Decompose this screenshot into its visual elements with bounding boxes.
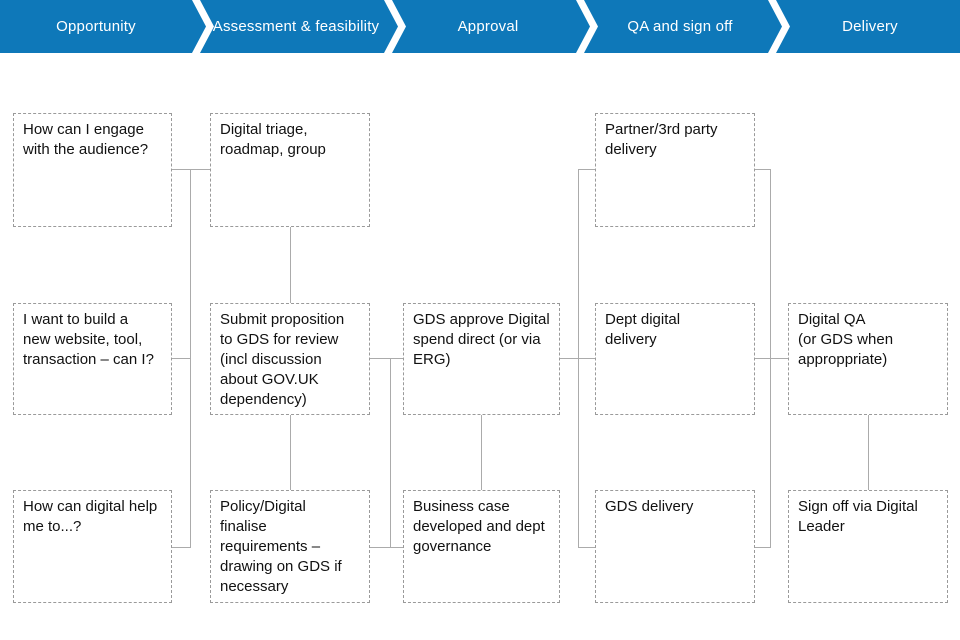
- chevron-shape-assessment: [200, 0, 398, 53]
- box-partner-third-party-delivery: Partner/3rd party delivery: [595, 113, 755, 227]
- chevron-shape-approval: [392, 0, 590, 53]
- chevron-shape-qa-signoff: [584, 0, 782, 53]
- box-build-website-tool: I want to build a new website, tool, tra…: [13, 303, 172, 415]
- box-gds-delivery: GDS delivery: [595, 490, 755, 603]
- stage-banner: Opportunity Assessment & feasibility App…: [0, 0, 960, 53]
- box-digital-triage: Digital triage, roadmap, group: [210, 113, 370, 227]
- chevron-shape-opportunity: [0, 0, 206, 53]
- box-submit-proposition-gds: Submit proposition to GDS for review (in…: [210, 303, 370, 415]
- stage-opportunity: Opportunity: [56, 18, 136, 35]
- chevron-shape-delivery: [776, 0, 960, 53]
- box-sign-off-digital-leader: Sign off via Digital Leader: [788, 490, 948, 603]
- stage-qa-and-sign-off: QA and sign off: [627, 18, 733, 35]
- box-digital-qa: Digital QA (or GDS when approppriate): [788, 303, 948, 415]
- stage-delivery: Delivery: [842, 18, 898, 35]
- box-business-case: Business case developed and dept governa…: [403, 490, 560, 603]
- box-gds-approve-spend: GDS approve Digital spend direct (or via…: [403, 303, 560, 415]
- box-engage-audience: How can I engage with the audience?: [13, 113, 172, 227]
- box-how-can-digital-help: How can digital help me to...?: [13, 490, 172, 603]
- box-dept-digital-delivery: Dept digital delivery: [595, 303, 755, 415]
- box-policy-digital-requirements: Policy/Digital finalise requirements – d…: [210, 490, 370, 603]
- stage-approval: Approval: [457, 18, 519, 35]
- stage-assessment-feasibility: Assessment & feasibility: [212, 18, 380, 35]
- chevron-band: [0, 0, 960, 53]
